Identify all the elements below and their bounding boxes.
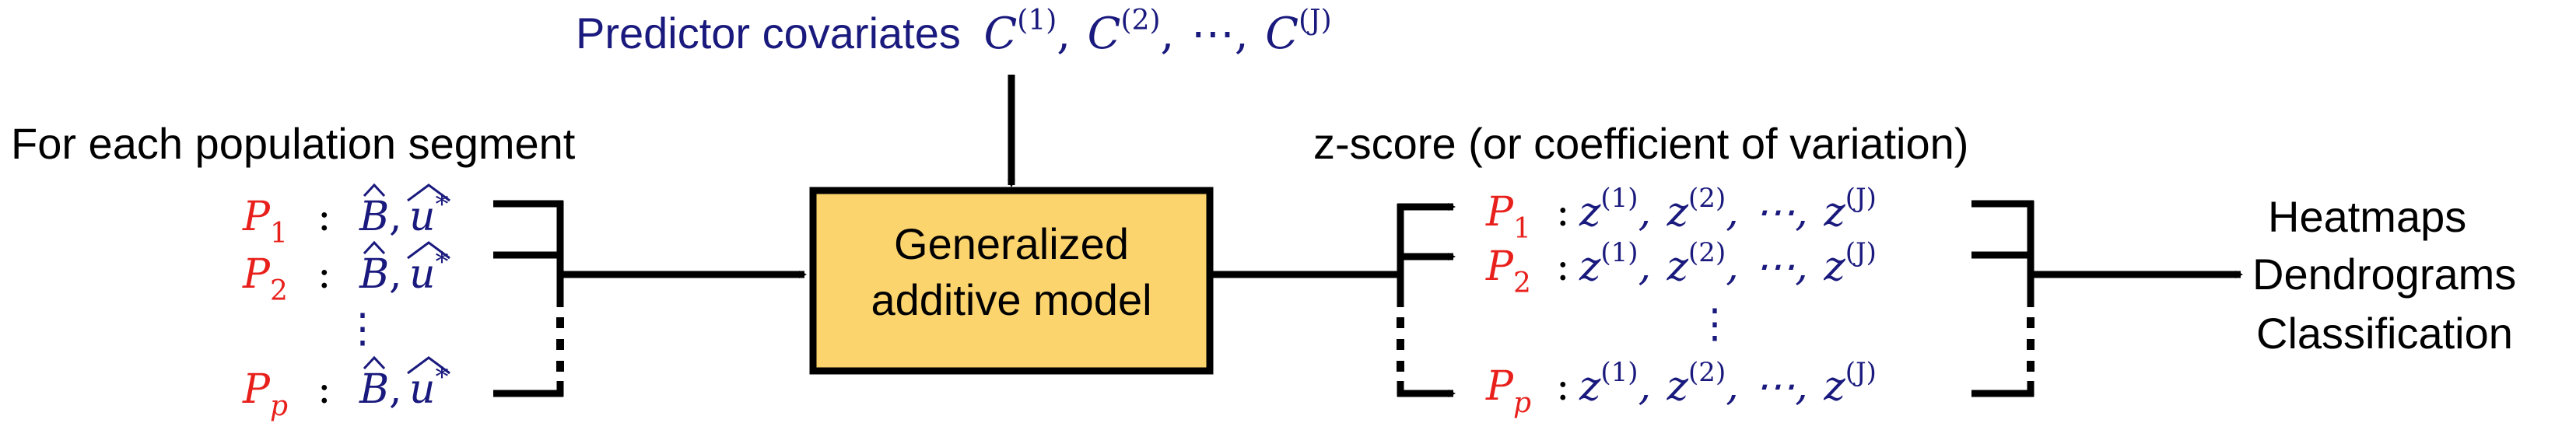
svg-text::: :: [317, 366, 331, 413]
svg-text::: :: [1556, 363, 1570, 410]
svg-text:B: B: [359, 366, 389, 413]
svg-text::: :: [1556, 189, 1570, 236]
segment-row-1: P1 : B , u*: [242, 183, 450, 250]
svg-text:B: B: [359, 251, 389, 298]
output-dendrograms: Dendrograms: [2252, 250, 2516, 299]
output-classification: Classification: [2256, 309, 2513, 358]
right-bracket: [1971, 200, 2035, 397]
gam-label-line1: Generalized: [894, 219, 1129, 268]
segment-row-2: P2 : B , u*: [242, 240, 450, 307]
svg-text:P2: P2: [1485, 243, 1531, 299]
b-hat-2: B: [359, 240, 389, 298]
svg-text:z(1), z(2), ⋯,: z(1), z(2), ⋯, z(J): [1579, 357, 1877, 410]
zscore-row-1: P1 : z(1), z(2), ⋯, z(J): [1485, 183, 1877, 245]
segments-heading: For each population segment: [11, 119, 576, 168]
gam-box: [809, 187, 1214, 375]
svg-text::: :: [1556, 243, 1570, 290]
svg-text:z(1), z(2), ⋯,: z(1), z(2), ⋯, z(J): [1579, 237, 1877, 290]
svg-text:u*: u*: [409, 189, 449, 240]
u-star-hat-2: u*: [407, 241, 450, 298]
svg-text:P1: P1: [242, 194, 288, 250]
svg-text:Pp: Pp: [242, 366, 288, 422]
svg-text:B: B: [359, 194, 389, 240]
svg-text:Pp: Pp: [1485, 363, 1531, 419]
output-heatmaps: Heatmaps: [2268, 192, 2466, 241]
covariates-prefix: Predictor covariates: [576, 9, 961, 58]
left-bracket: [493, 200, 564, 397]
zscore-row-p: Pp : z(1), z(2), ⋯, z(J): [1485, 357, 1877, 419]
segment-row-p: Pp : B , u*: [242, 355, 450, 422]
u-star-hat-1: u*: [407, 184, 450, 240]
b-hat-p: B: [359, 355, 389, 413]
zscore-row-2: P2 : z(1), z(2), ⋯, z(J): [1485, 237, 1877, 299]
zscore-heading: z-score (or coefficient of variation): [1313, 119, 1968, 168]
svg-text:,: ,: [389, 366, 402, 413]
svg-text:P1: P1: [1485, 189, 1531, 245]
svg-text:P2: P2: [242, 251, 288, 307]
svg-text::: :: [317, 194, 331, 240]
b-hat-1: B: [359, 183, 389, 240]
u-star-hat-p: u*: [407, 356, 450, 413]
svg-text:,: ,: [389, 251, 402, 298]
svg-text::: :: [317, 251, 331, 298]
svg-text:,: ,: [389, 194, 402, 240]
zscore-vdots: ⋮: [1695, 301, 1735, 348]
gam-label-line2: additive model: [871, 275, 1151, 324]
svg-text:u*: u*: [409, 246, 449, 298]
segments-vdots: ⋮: [342, 306, 383, 352]
svg-text:u*: u*: [409, 362, 449, 413]
covariates-label: Predictor covariates C(1), C(2), ⋯, C(J): [576, 5, 1332, 59]
svg-text:z(1), z(2), ⋯,: z(1), z(2), ⋯, z(J): [1579, 183, 1877, 236]
